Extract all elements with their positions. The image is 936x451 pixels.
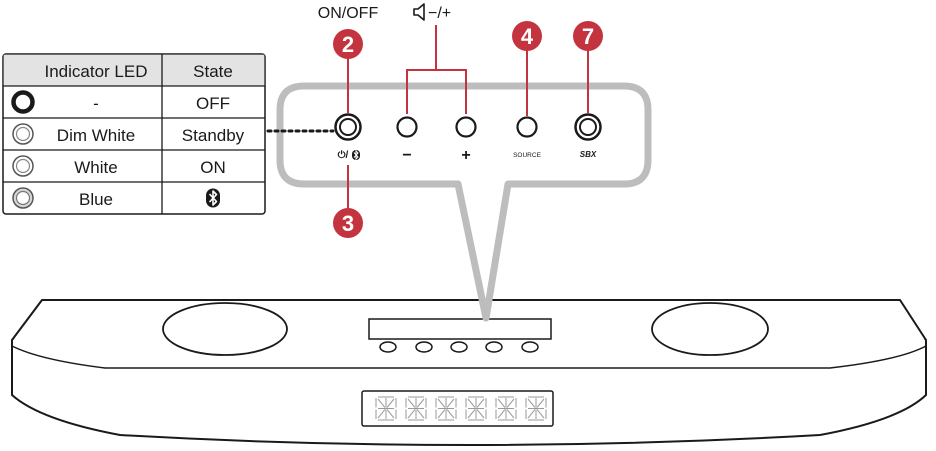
soundbar-mini-button[interactable] [379,341,397,353]
callout-badge-4: 4 [512,21,542,51]
led-state-table: Indicator LED State - OFF Dim White Stan… [2,53,266,215]
top-control-strip [368,318,552,340]
bluetooth-icon [352,149,360,161]
source-button[interactable] [516,116,538,138]
table-cell-led: Blue [79,190,113,209]
soundbar-mini-button[interactable] [450,341,468,353]
callout-badge-2: 2 [333,29,363,59]
volume-down-label: − [402,147,411,164]
table-cell-led: - [93,94,99,113]
display-digit [495,396,517,421]
volume-up-label: + [461,147,470,164]
led-dim-white-icon [12,123,34,145]
volume-label: −/+ [413,3,451,22]
table-cell-state: OFF [196,94,230,113]
table-cell-led: White [74,158,117,177]
display-digit [525,396,547,421]
table-row: - OFF [11,90,230,114]
led-white-icon [12,155,34,177]
callout-badges: 2 3 4 7 [333,21,603,238]
source-label: SOURCE [513,152,541,159]
speaker-icon [413,3,425,21]
display-digit [435,396,457,421]
volume-up-button[interactable] [455,116,477,138]
on-off-label: ON/OFF [318,5,379,22]
soundbar-edge-line [11,345,927,369]
soundbar-mini-button[interactable] [485,341,503,353]
sbx-button[interactable] [574,113,602,141]
led-blue-icon [12,187,34,209]
soundbar-mini-button[interactable] [521,341,539,353]
table-header-state: State [193,62,233,81]
soundbar-top-buttons [379,341,539,353]
table-row: White ON [12,155,226,177]
svg-text:4: 4 [521,24,534,49]
table-header-led: Indicator LED [45,62,148,81]
soundbar-mini-button[interactable] [415,341,433,353]
callout-badge-7: 7 [573,21,603,51]
display-digit [465,396,487,421]
right-speaker-grille [651,302,769,356]
svg-text:7: 7 [582,24,594,49]
display-digits [375,396,547,421]
zoom-panel-outline [276,82,652,322]
power-button-label: ⏻/ [338,149,349,161]
table-row: Blue [12,187,220,209]
svg-text:3: 3 [342,211,354,236]
power-bluetooth-button[interactable] [334,113,362,141]
volume-bracket [406,25,467,114]
table-cell-led: Dim White [57,126,135,145]
volume-down-button[interactable] [396,116,418,138]
front-display [361,390,554,427]
display-digit [375,396,397,421]
display-digit [405,396,427,421]
callout-badge-3: 3 [333,208,363,238]
sbx-label: SBX [580,150,597,159]
table-header-row [3,54,265,86]
table-cell-state: Standby [182,126,245,145]
table-cell-state: ON [200,158,226,177]
left-speaker-grille [162,302,288,356]
volume-text: −/+ [428,5,451,22]
led-off-icon [11,90,35,114]
table-row: Dim White Standby [12,123,245,145]
svg-text:2: 2 [342,32,354,57]
control-panel [334,113,602,141]
bluetooth-icon [206,188,220,208]
